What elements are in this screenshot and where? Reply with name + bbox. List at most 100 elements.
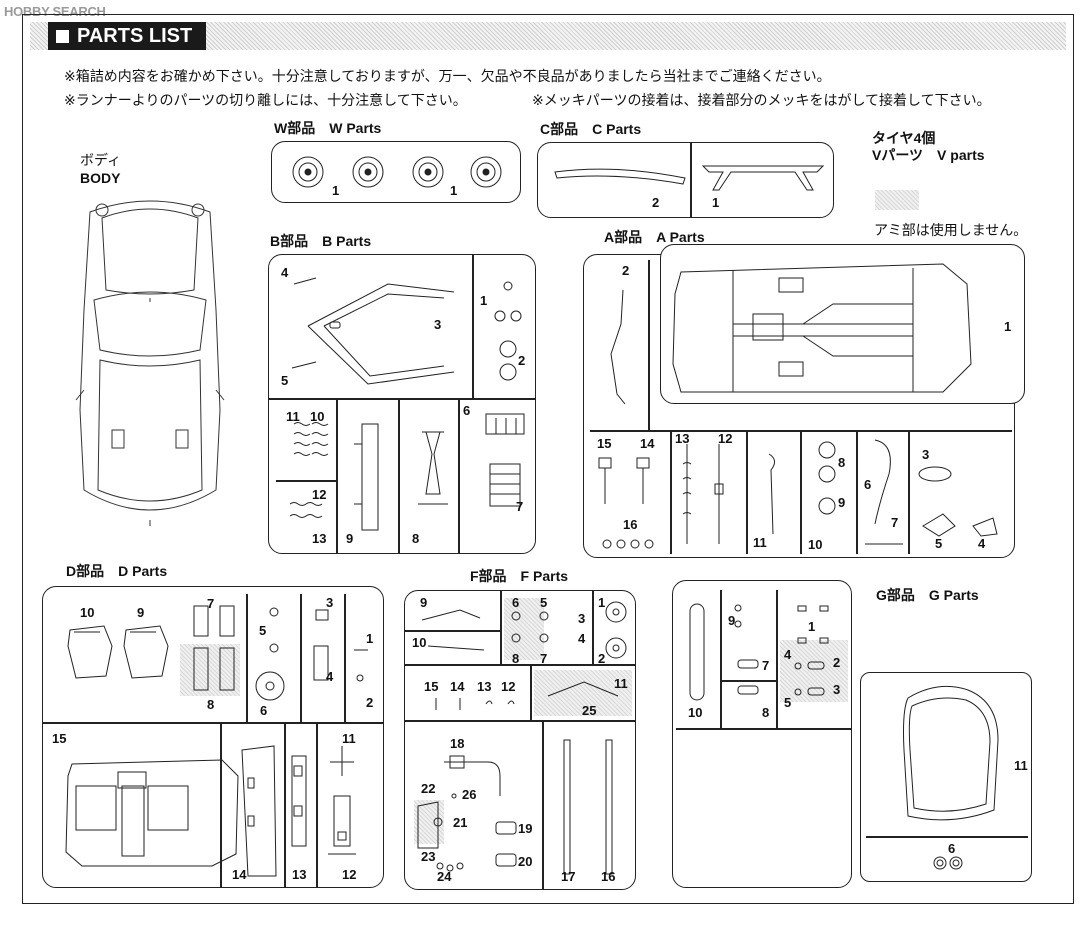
part-number: 6 — [463, 403, 471, 418]
part-number: 5 — [540, 595, 548, 610]
part-number: 13 — [312, 531, 327, 546]
part-number: 24 — [437, 869, 452, 884]
part-number: 23 — [421, 849, 436, 864]
part-number: 20 — [518, 854, 533, 869]
part-number: 2 — [833, 655, 841, 670]
g-divider — [676, 728, 852, 730]
g-parts-runner — [672, 580, 852, 888]
g-parts-window-frame — [860, 672, 1032, 882]
part-number: 12 — [342, 867, 357, 882]
v-parts-count: タイヤ4個 — [872, 130, 936, 146]
part-number: 3 — [922, 447, 930, 462]
g-parts-drawings — [689, 603, 999, 870]
a-parts-label: A部品 A Parts — [604, 229, 705, 245]
part-number: 4 — [326, 669, 334, 684]
part-number: 10 — [412, 635, 427, 650]
part-number: 5 — [784, 695, 792, 710]
part-number: 4 — [978, 536, 986, 551]
part-number: 25 — [582, 703, 597, 718]
part-number: 15 — [52, 731, 67, 746]
part-number: 9 — [420, 595, 428, 610]
f-divider — [500, 590, 502, 664]
f-divider — [542, 720, 544, 890]
b-divider — [398, 398, 400, 554]
note-chrome-parts: ※メッキパーツの接着は、接着部分のメッキをはがして接着して下さい。 — [532, 93, 991, 109]
part-number: 2 — [598, 651, 606, 666]
page-title: PARTS LIST — [48, 22, 207, 50]
part-number: 2 — [622, 263, 630, 278]
part-number: 7 — [891, 515, 899, 530]
part-number: 15 — [424, 679, 439, 694]
part-number: 9 — [137, 605, 145, 620]
part-number: 10 — [808, 537, 823, 552]
d-parts-drawings — [65, 605, 368, 877]
part-number: 16 — [601, 869, 616, 884]
d-divider — [300, 594, 302, 722]
part-number: 6 — [260, 703, 268, 718]
f-parts-drawings — [417, 601, 627, 875]
part-number: 8 — [512, 651, 520, 666]
a-divider — [746, 430, 748, 554]
c-parts-label: C部品 C Parts — [540, 121, 642, 137]
b-divider — [276, 480, 336, 482]
part-number: 7 — [207, 596, 215, 611]
part-number: 14 — [232, 867, 247, 882]
page-frame — [22, 14, 1074, 904]
g-divider — [776, 590, 778, 728]
part-number: 3 — [326, 595, 334, 610]
g-divider — [866, 836, 1028, 838]
part-number: 1 — [450, 183, 458, 198]
part-number: 26 — [462, 787, 477, 802]
part-number: 15 — [597, 436, 612, 451]
part-number: 3 — [434, 317, 442, 332]
b-parts-runner — [268, 254, 536, 554]
page-title-text: PARTS LIST — [77, 25, 193, 47]
g-parts-label: G部品 G Parts — [876, 587, 979, 603]
part-number: 21 — [453, 815, 468, 830]
b-divider — [472, 254, 474, 398]
f-divider — [404, 720, 636, 722]
a-divider — [856, 430, 858, 554]
part-number: 6 — [512, 595, 520, 610]
body-drawing — [75, 200, 225, 526]
part-number: 22 — [421, 781, 436, 796]
b-divider — [336, 398, 338, 554]
watermark: HOBBY SEARCH — [4, 4, 106, 19]
part-number: 13 — [675, 431, 690, 446]
part-number: 13 — [477, 679, 492, 694]
d-parts-label: D部品 D Parts — [66, 563, 168, 579]
part-number: 8 — [412, 531, 420, 546]
part-number: 6 — [864, 477, 872, 492]
part-number: 12 — [501, 679, 516, 694]
d-divider — [42, 722, 384, 724]
b-parts-drawings — [289, 277, 525, 531]
d-divider — [344, 594, 346, 722]
part-number: 11 — [753, 535, 767, 550]
a-divider — [800, 430, 802, 554]
c-parts-wing — [554, 165, 825, 191]
a-divider — [670, 430, 672, 554]
part-number: 1 — [712, 195, 720, 210]
part-number: 18 — [450, 736, 465, 751]
part-number: 1 — [598, 595, 606, 610]
d-divider — [316, 722, 318, 888]
part-number: 12 — [718, 431, 733, 446]
f-divider — [530, 664, 532, 720]
part-number: 2 — [518, 353, 526, 368]
part-number: 4 — [281, 265, 289, 280]
a-divider — [908, 430, 910, 554]
part-number: 9 — [728, 613, 736, 628]
part-number: 1 — [480, 293, 488, 308]
b-divider — [268, 398, 536, 400]
v-parts-label: Vパーツ V parts — [872, 147, 985, 163]
part-number: 11 — [1014, 758, 1028, 773]
part-number: 4 — [784, 647, 792, 662]
d-parts-runner — [42, 586, 384, 888]
f-divider — [404, 664, 636, 666]
d-divider — [284, 722, 286, 888]
v-parts-note: アミ部は使用しません。 — [874, 223, 1028, 239]
part-number: 7 — [540, 651, 548, 666]
f-parts-mesh — [534, 670, 632, 716]
b-divider — [458, 398, 460, 554]
part-number: 3 — [833, 682, 841, 697]
